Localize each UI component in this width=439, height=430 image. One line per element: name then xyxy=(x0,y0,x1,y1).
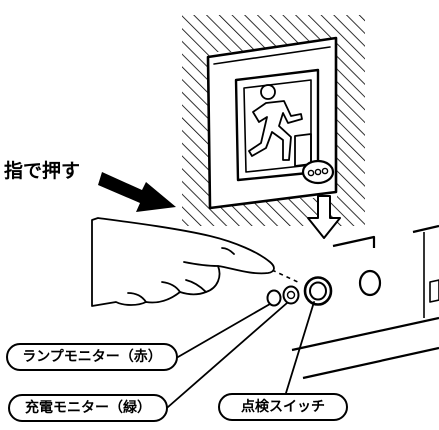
pointing-hand xyxy=(91,217,275,307)
check-switch-label: 点検スイッチ xyxy=(218,393,348,421)
charge-monitor-label: 充電モニター（緑） xyxy=(8,394,168,422)
enlarged-panel xyxy=(291,224,439,380)
down-arrow-icon xyxy=(307,195,341,239)
panel-controls xyxy=(266,269,382,307)
lamp-monitor-label: ランプモニター（赤） xyxy=(6,343,178,371)
dashed-guide xyxy=(271,269,301,284)
bold-arrow-icon xyxy=(98,172,176,212)
leader-lines xyxy=(167,301,315,408)
indicator-panel xyxy=(301,159,335,185)
push-with-finger-label: 指で押す xyxy=(4,160,81,182)
